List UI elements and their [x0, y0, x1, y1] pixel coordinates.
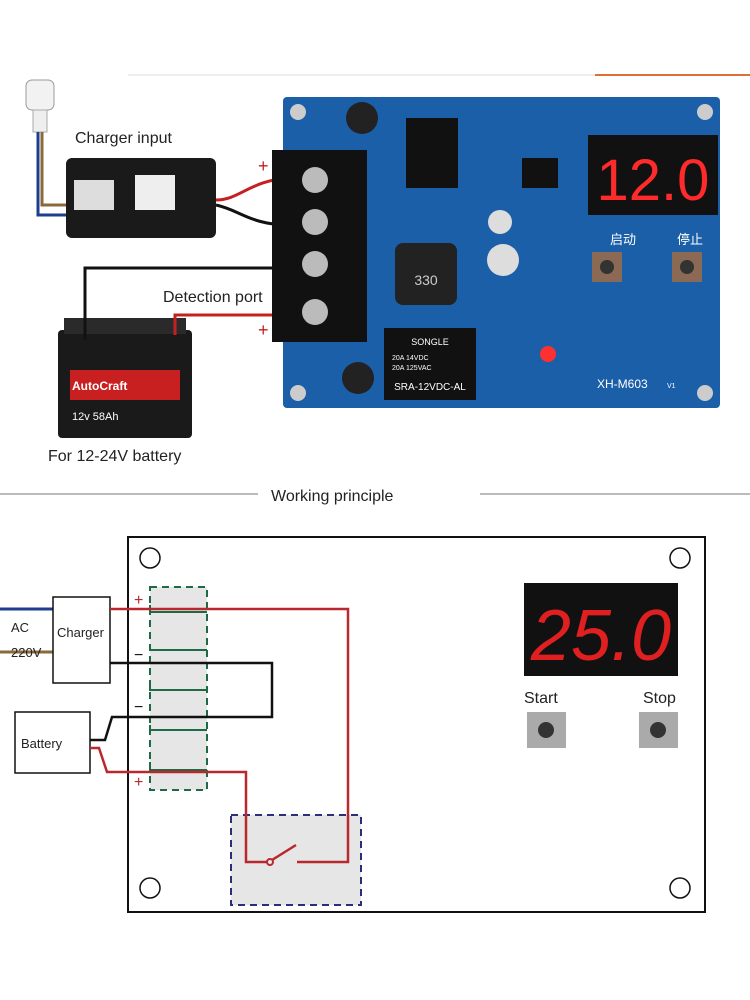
battery-spec: 12v 58Ah [72, 411, 118, 423]
battery-range-label: For 12-24V battery [48, 448, 182, 465]
start-button-icon [600, 260, 614, 274]
pcb-start-label: 启动 [610, 232, 636, 247]
voltage-label: 220V [11, 645, 42, 660]
svg-text:20A 14VDC: 20A 14VDC [392, 355, 429, 362]
led-indicator [540, 346, 556, 362]
battery-device: AutoCraft 12v 58Ah [58, 266, 290, 438]
charger-positive-wire [110, 607, 350, 864]
charger-box [52, 596, 111, 684]
stop-button[interactable] [639, 712, 678, 748]
svg-text:V1: V1 [667, 383, 676, 390]
pcb-board: 330 12.0 启动 停止 SONGLE 20A 14VDC 20A 125V… [258, 97, 720, 408]
start-button[interactable] [527, 712, 566, 748]
svg-text:−: − [134, 699, 143, 716]
charger-label: Charger [57, 625, 104, 640]
board-model: XH-M603 [597, 377, 648, 391]
pcb-display [588, 135, 718, 215]
charger-device [66, 158, 291, 238]
relay-switch-icon [271, 843, 297, 862]
schematic-display-value: 25.0 [530, 596, 671, 676]
ac-label: AC [11, 620, 30, 635]
terminal-block-outline [149, 586, 208, 791]
negative-wire [90, 661, 274, 742]
schematic-display [524, 583, 678, 676]
svg-text:−: − [134, 647, 143, 664]
battery-box [14, 711, 91, 774]
svg-text:SONGLE: SONGLE [411, 337, 449, 347]
pcb-stop-label: 停止 [677, 232, 703, 247]
pcb-display-value: 12.0 [597, 148, 710, 213]
stop-label: Stop [643, 690, 676, 707]
battery-positive-wire [90, 746, 268, 864]
plug-icon [25, 79, 68, 217]
svg-text:SRA-12VDC-AL: SRA-12VDC-AL [394, 382, 466, 393]
schematic: + − − + 25.0 [0, 536, 706, 913]
start-label: Start [524, 690, 558, 707]
relay-outline [230, 814, 362, 906]
section-title: Working principle [271, 488, 394, 505]
svg-text:+: + [134, 592, 143, 609]
svg-text:+: + [134, 774, 143, 791]
relay [384, 328, 476, 400]
battery-brand: AutoCraft [72, 379, 127, 393]
charger-input-label: Charger input [75, 130, 172, 147]
svg-text:+: + [258, 156, 269, 176]
svg-text:20A 125VAC: 20A 125VAC [392, 365, 432, 372]
battery-label: Battery [21, 736, 63, 751]
inductor-code: 330 [414, 272, 438, 288]
svg-text:+: + [258, 320, 269, 340]
stop-button-icon [680, 260, 694, 274]
detection-port-label: Detection port [163, 289, 263, 306]
